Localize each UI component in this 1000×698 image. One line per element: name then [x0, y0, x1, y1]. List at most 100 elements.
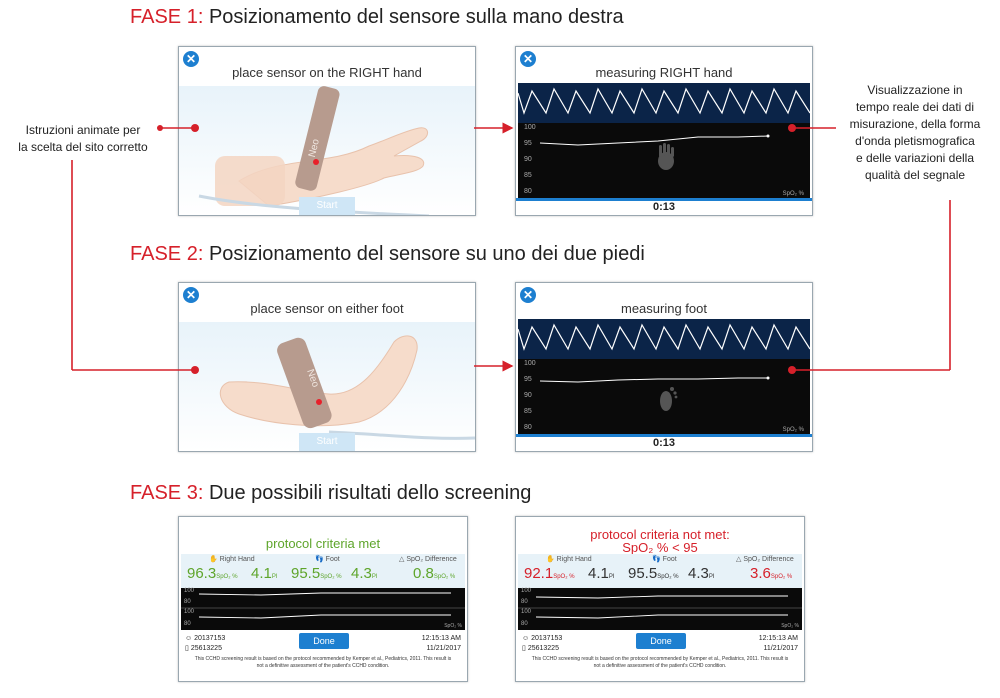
metric-bar: ✋ Right Hand 👣 Foot △ SpO₂ Difference 96… — [181, 554, 465, 588]
tick-label: 90 — [524, 156, 532, 163]
tick-label: 95 — [524, 140, 532, 147]
hand-pi-value: 4.1PI — [588, 565, 615, 582]
spo2-trend: 100 95 90 85 80 SpO₂ % — [518, 123, 810, 201]
note-right-line-3: misurazione, della forma — [849, 117, 981, 131]
foot-icon: 👣 — [652, 556, 661, 563]
hand-icon: ✋ — [209, 556, 218, 563]
tick-label: 80 — [184, 599, 191, 605]
delta-icon: △ — [736, 556, 742, 563]
screen-title: place sensor on either foot — [250, 301, 404, 316]
time: 12:15:13 AM — [421, 635, 461, 642]
hand-icon: ✋ — [546, 556, 555, 563]
screen-measuring-foot: ✕ measuring foot 100 95 90 85 80 SpO₂ % … — [515, 282, 813, 452]
note-left-line-2: la scelta del sito corretto — [18, 140, 148, 154]
result-trend-lines — [518, 595, 802, 619]
result-title-line-2: SpO₂ % < 95 — [622, 540, 698, 555]
tick-label: 85 — [524, 172, 532, 179]
tick-label: 100 — [524, 124, 536, 131]
spo2-difference-value: 3.6SpO₂ % — [750, 565, 793, 582]
close-button[interactable]: ✕ — [183, 287, 199, 303]
disclaimer: This CCHD screening result is based on t… — [531, 656, 789, 669]
foot-icon — [660, 387, 678, 411]
screen-title: measuring foot — [621, 301, 707, 316]
label-spo2-difference: △ SpO₂ Difference — [399, 556, 457, 563]
foot-drawing: Neo — [219, 335, 475, 440]
note-left: Istruzioni animate per la scelta del sit… — [8, 122, 158, 156]
done-button[interactable]: Done — [299, 633, 349, 649]
hand-pi-value: 4.1PI — [251, 565, 278, 582]
phase-2-label: FASE 2: — [130, 243, 204, 265]
start-button[interactable]: Start — [299, 433, 355, 451]
note-right-line-5: e delle variazioni della — [855, 151, 975, 165]
close-icon: ✕ — [522, 52, 534, 66]
screen-place-right-hand: Neo ✕ place sensor on the RIGHT hand Sta… — [178, 46, 476, 216]
start-button[interactable]: Start — [299, 197, 355, 215]
result-criteria-not-met: protocol criteria not met: SpO₂ % < 95 ✋… — [515, 516, 805, 682]
spo2-unit: SpO₂ % — [782, 427, 804, 433]
phase-3-text: Due possibili risultati dello screening — [208, 482, 532, 504]
phase-1-text: Posizionamento del sensore sulla mano de… — [208, 6, 624, 28]
patient-ids: ☺ 20137153 ▯ 25613225 — [522, 634, 562, 654]
close-icon: ✕ — [522, 288, 534, 302]
sensor-band-text: Neo — [307, 138, 322, 159]
disclaimer: This CCHD screening result is based on t… — [194, 656, 452, 669]
timestamp: 12:15:13 AM 11/21/2017 — [422, 634, 461, 654]
phase-1-title: FASE 1: Posizionamento del sensore sulla… — [130, 6, 624, 29]
close-button[interactable]: ✕ — [183, 51, 199, 67]
patient-id: 20137153 — [531, 635, 563, 642]
tick-label: 100 — [521, 588, 532, 594]
tick-label: 80 — [524, 188, 532, 195]
label-foot: 👣 Foot — [315, 556, 340, 563]
result-trend: 100 80 100 80 SpO₂ % — [181, 588, 465, 630]
timestamp: 12:15:13 AM 11/21/2017 — [759, 634, 798, 654]
foot-pi-value: 4.3PI — [351, 565, 378, 582]
device-id: 25613225 — [527, 645, 559, 652]
metric-bar: ✋ Right Hand 👣 Foot △ SpO₂ Difference 92… — [518, 554, 802, 588]
close-icon: ✕ — [185, 52, 197, 66]
tick-label: 80 — [184, 621, 191, 627]
foot-pi-value: 4.3PI — [688, 565, 715, 582]
phase-1-label: FASE 1: — [130, 6, 204, 28]
label-right-hand: ✋ Right Hand — [546, 556, 592, 563]
person-icon: ☺ — [522, 635, 530, 642]
foot-illustration: Neo — [179, 322, 475, 451]
baby-bottle-icon: ▯ — [522, 645, 526, 652]
trend-line — [539, 376, 770, 411]
close-button[interactable]: ✕ — [520, 51, 536, 67]
spo2-trend: 100 95 90 85 80 SpO₂ % — [518, 359, 810, 437]
result-title: protocol criteria met — [265, 536, 381, 551]
tick-label: 80 — [524, 424, 532, 431]
note-right-line-1: Visualizzazione in — [867, 83, 963, 97]
pleth-waveform — [517, 319, 811, 359]
device-id: 25613225 — [190, 645, 222, 652]
result-title-line-1: protocol criteria not met: — [590, 527, 730, 542]
screen-measuring-right-hand: ✕ measuring RIGHT hand 100 95 90 85 80 S… — [515, 46, 813, 216]
done-button[interactable]: Done — [636, 633, 686, 649]
note-right-line-4: d'onda pletismografica — [855, 134, 975, 148]
label-right-hand: ✋ Right Hand — [209, 556, 255, 563]
hand-spo2-value: 92.1SpO₂ % — [524, 565, 575, 582]
phase-3-title: FASE 3: Due possibili risultati dello sc… — [130, 482, 531, 505]
note-right: Visualizzazione in tempo reale dei dati … — [840, 82, 990, 184]
screen-title: measuring RIGHT hand — [595, 65, 733, 80]
close-icon: ✕ — [185, 288, 197, 302]
person-icon: ☺ — [185, 635, 193, 642]
label-foot: 👣 Foot — [652, 556, 677, 563]
note-right-line-6: qualità del segnale — [864, 168, 966, 182]
close-button[interactable]: ✕ — [520, 287, 536, 303]
result-criteria-met: protocol criteria met ✋ Right Hand 👣 Foo… — [178, 516, 468, 682]
tick-label: 80 — [521, 599, 528, 605]
pleth-waveform-drawing — [517, 323, 811, 351]
spo2-unit: SpO₂ % — [781, 623, 799, 629]
label-spo2-difference: △ SpO₂ Difference — [736, 556, 794, 563]
phase-3-label: FASE 3: — [130, 482, 204, 504]
patient-ids: ☺ 20137153 ▯ 25613225 — [185, 634, 225, 654]
trend-line — [539, 134, 770, 170]
tick-label: 85 — [524, 408, 532, 415]
hand-icon — [658, 143, 674, 170]
result-trend-lines — [181, 592, 465, 619]
tick-label: 100 — [184, 588, 195, 594]
tick-label: 90 — [524, 392, 532, 399]
screen-title: place sensor on the RIGHT hand — [232, 65, 422, 80]
tick-label: 100 — [184, 609, 195, 615]
